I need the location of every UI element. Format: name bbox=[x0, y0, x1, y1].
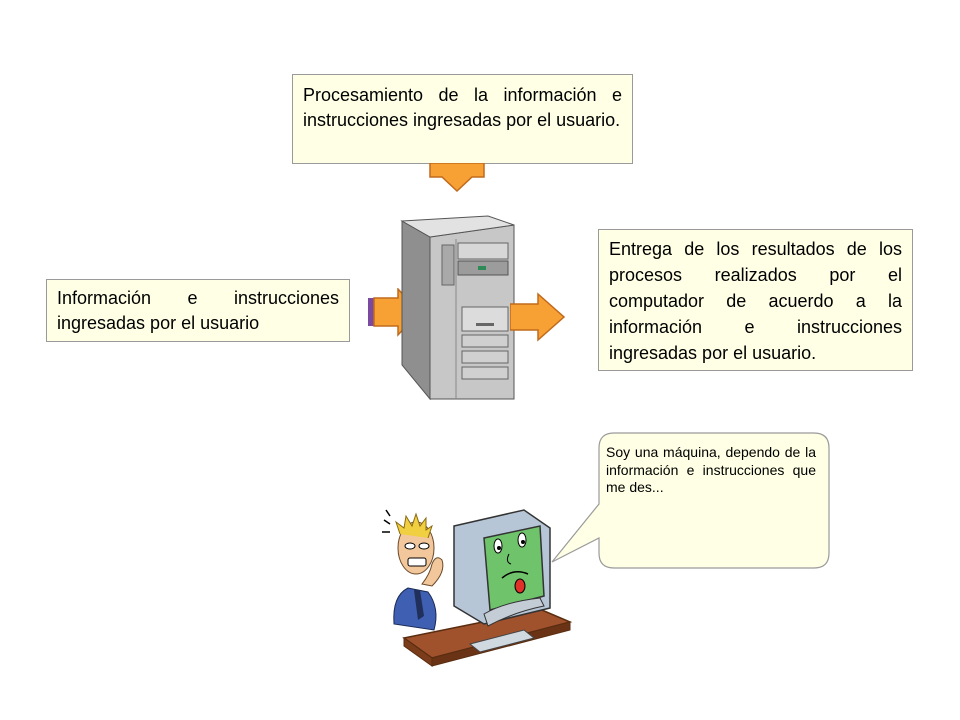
down-arrow bbox=[429, 163, 485, 193]
processing-box-text: Procesamiento de la información e instru… bbox=[303, 85, 622, 130]
input-box: Información e instrucciones ingresadas p… bbox=[46, 279, 350, 342]
server-tower-icon bbox=[400, 215, 515, 400]
speech-bubble-shape bbox=[551, 432, 830, 569]
output-box: Entrega de los resultados de los proceso… bbox=[598, 229, 913, 371]
processing-box: Procesamiento de la información e instru… bbox=[292, 74, 633, 164]
stressed-user-computer-illustration bbox=[382, 509, 573, 667]
output-box-text: Entrega de los resultados de los proceso… bbox=[609, 239, 902, 363]
speech-bubble-text: Soy una máquina, dependo de la informaci… bbox=[606, 444, 816, 495]
speech-bubble: Soy una máquina, dependo de la informaci… bbox=[551, 432, 830, 569]
input-box-text: Información e instrucciones ingresadas p… bbox=[57, 288, 339, 333]
output-arrow bbox=[510, 292, 566, 342]
